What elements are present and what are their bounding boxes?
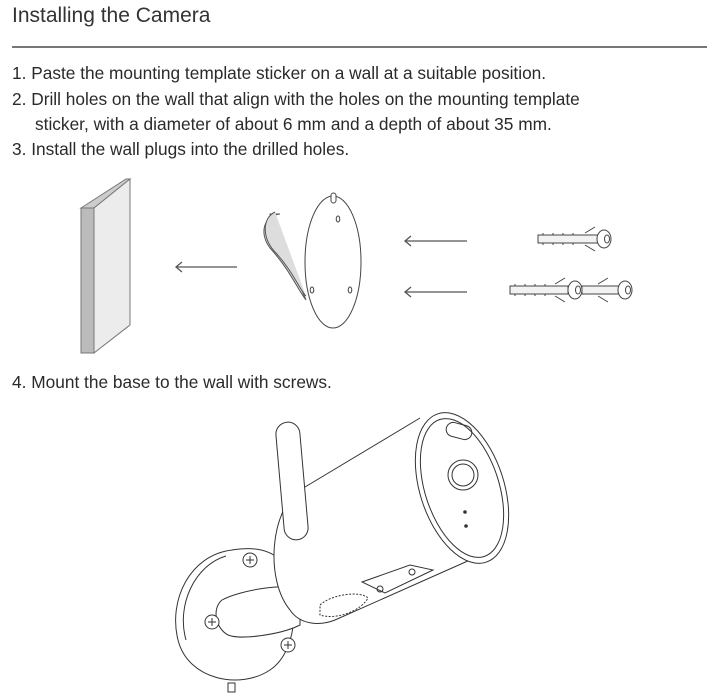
wall-illustration bbox=[79, 177, 132, 355]
screw-icon bbox=[204, 552, 296, 653]
antenna bbox=[275, 421, 309, 541]
mounting-template-sticker bbox=[263, 192, 362, 329]
step-2: 2. Drill holes on the wall that align wi… bbox=[12, 89, 580, 109]
wall-plug-icon bbox=[509, 277, 633, 303]
arrow-left-icon bbox=[403, 235, 467, 298]
wall-mount-base bbox=[175, 548, 301, 693]
page-title: Installing the Camera bbox=[12, 4, 211, 27]
wall-plug-icon bbox=[537, 226, 612, 252]
step-3: 3. Install the wall plugs into the drill… bbox=[12, 139, 350, 159]
title-divider bbox=[12, 46, 707, 48]
step-2-continuation: sticker, with a diameter of about 6 mm a… bbox=[35, 114, 552, 134]
step-1: 1. Paste the mounting template sticker o… bbox=[12, 63, 547, 83]
camera-body bbox=[273, 412, 510, 624]
step-4: 4. Mount the base to the wall with screw… bbox=[12, 372, 332, 392]
arrow-left-icon bbox=[174, 261, 237, 273]
